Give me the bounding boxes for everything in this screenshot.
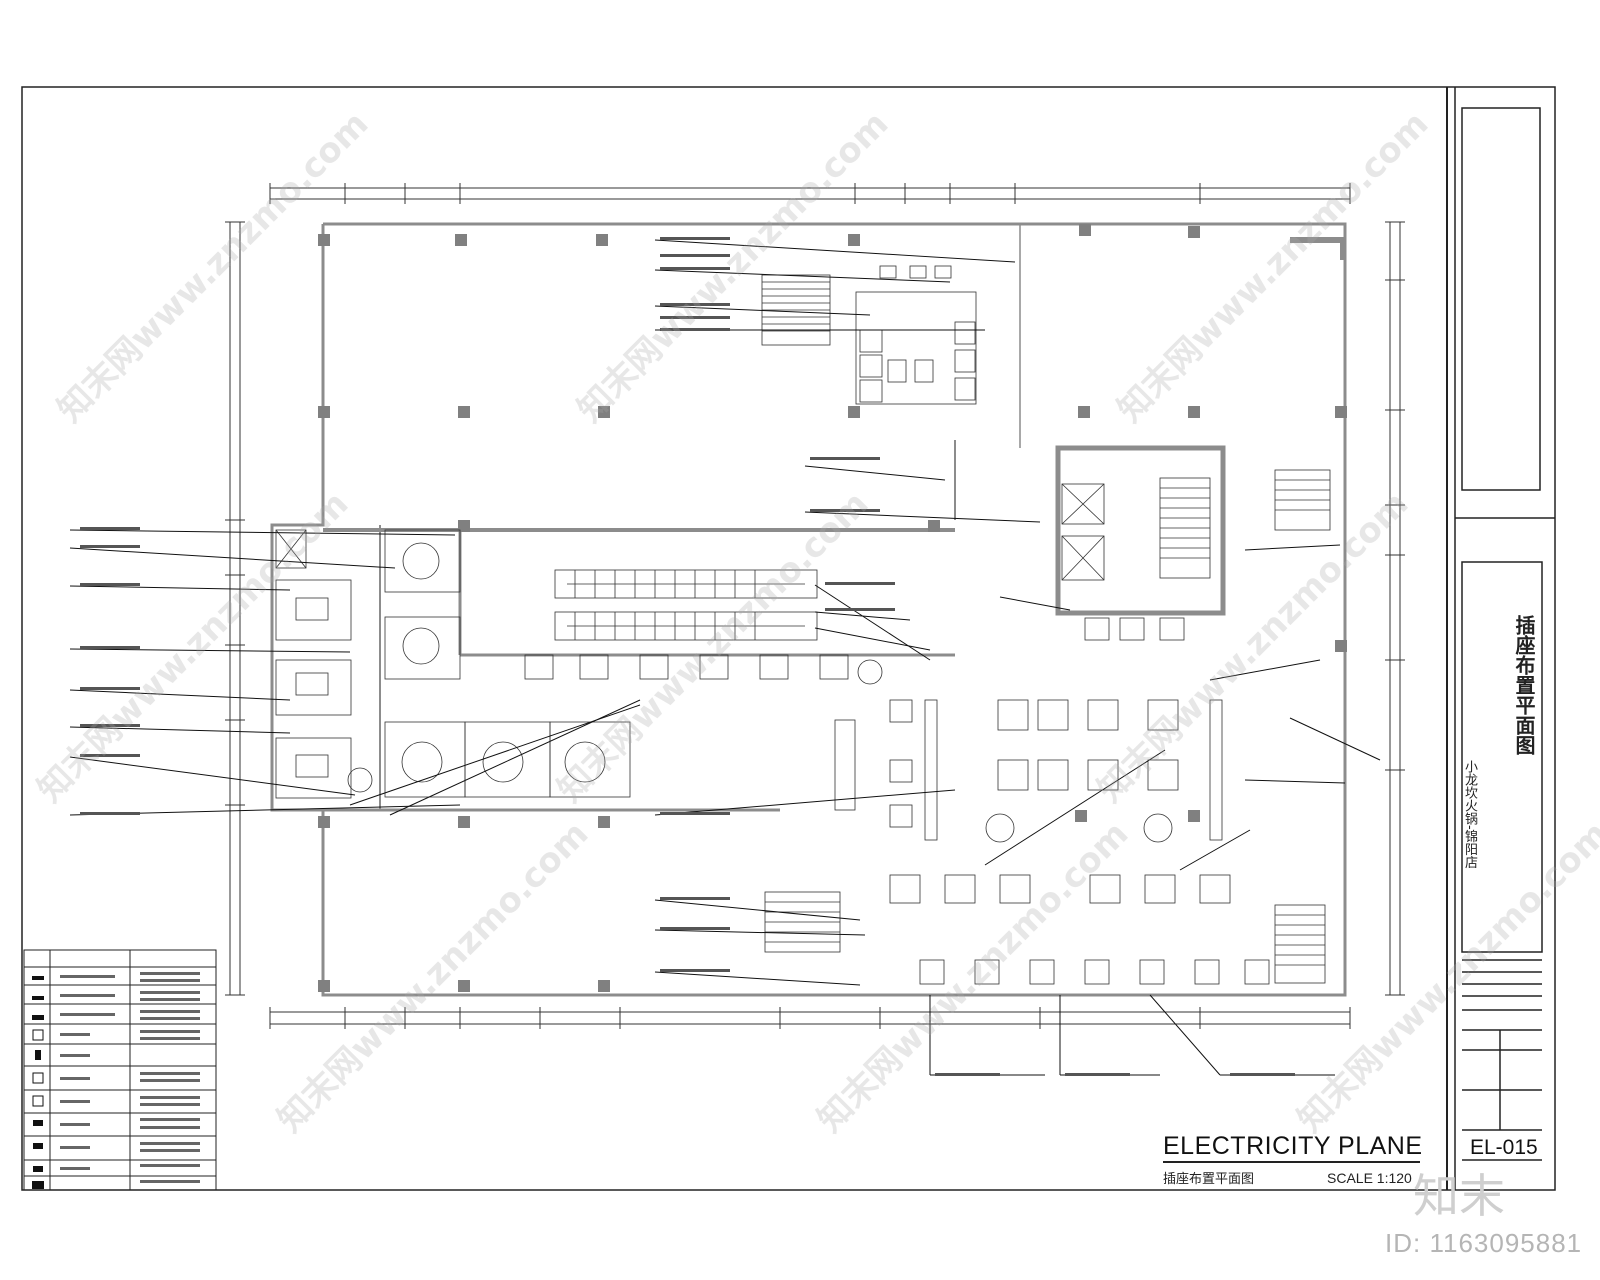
building-walls	[270, 222, 1347, 997]
watermark-id: ID: 1163095881	[1385, 1228, 1583, 1258]
dimension-lines	[225, 183, 1405, 1029]
drawing-subtitle: 插座布置平面图	[1163, 1172, 1255, 1187]
legend-symbols	[32, 976, 44, 1189]
title-block-project-name: 小龙坎火锅-锦阳店	[1462, 760, 1477, 869]
socket-wiring	[69, 239, 1381, 1076]
stairs	[761, 274, 1331, 984]
title-block-drawing-title: 插座布置平面图	[1512, 615, 1536, 755]
socket-panel-icon	[32, 1181, 44, 1189]
sheet-number: EL-015	[1470, 1136, 1538, 1159]
socket-outlet-icon	[33, 1166, 43, 1172]
watermark-logo: 知末	[1413, 1169, 1505, 1223]
elevators	[275, 483, 1105, 581]
sheet-frame	[21, 86, 1556, 1191]
socket-wall-icon	[32, 996, 44, 1000]
socket-box-icon	[32, 1029, 44, 1041]
socket-outlet-icon	[35, 1050, 41, 1060]
socket-wall-icon	[32, 976, 44, 980]
private-rooms-left	[275, 529, 631, 799]
hall-tables	[347, 617, 1270, 985]
socket-outlet-icon	[33, 1120, 43, 1126]
annotation-text-marks	[80, 237, 1295, 1076]
socket-outlet-icon	[33, 1143, 43, 1149]
drawing-scale: SCALE 1:120	[1327, 1170, 1412, 1186]
socket-box-icon	[32, 1095, 44, 1107]
socket-box-icon	[32, 1072, 44, 1084]
escalators	[554, 569, 818, 641]
toilets	[855, 265, 977, 405]
drawing-title: ELECTRICITY PLANE	[1163, 1132, 1423, 1160]
socket-floor-icon	[32, 1015, 44, 1020]
legend-table	[23, 949, 217, 1191]
legend-text-marks	[60, 972, 200, 1183]
columns	[318, 224, 1347, 992]
